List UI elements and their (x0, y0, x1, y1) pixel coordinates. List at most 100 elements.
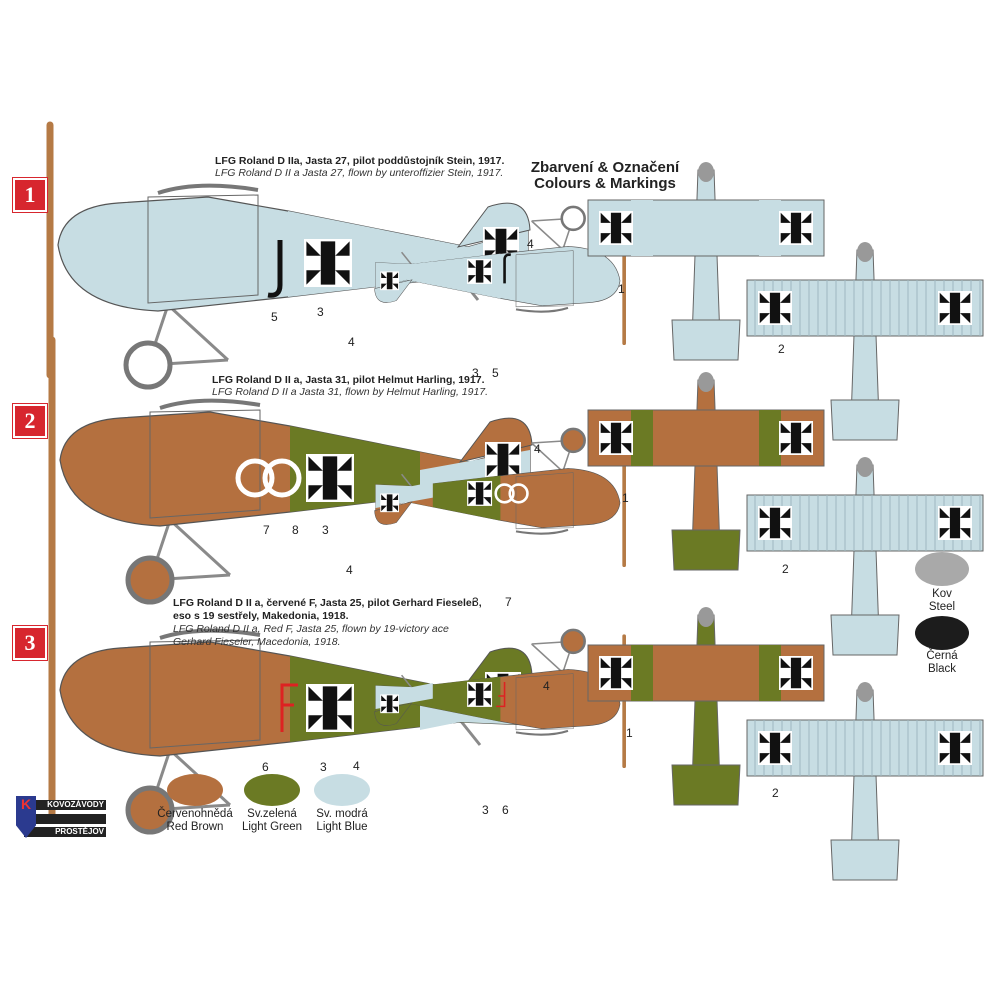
tailplane (830, 839, 900, 881)
swatch-english: Red Brown (166, 821, 224, 833)
swatch-czech: Červenohnědá (157, 808, 233, 820)
callout: 3 (472, 595, 479, 609)
color-swatch (314, 774, 370, 806)
letter-f-marking (496, 681, 506, 708)
iron-cross-marking (486, 443, 520, 477)
callout: 7 (505, 595, 512, 609)
letter-f-marking (280, 683, 298, 732)
iron-cross-marking (468, 683, 491, 706)
caption-english: LFG Roland D II a, Red F, Jasta 25, flow… (173, 623, 449, 635)
underside-view (746, 682, 984, 881)
panel-lines (515, 673, 574, 731)
iron-cross-marking (939, 732, 971, 764)
iron-cross-marking (600, 212, 632, 244)
tail-fin (456, 202, 531, 248)
top-view (587, 372, 825, 571)
callout: 3 (482, 803, 489, 817)
callout: 6 (262, 760, 269, 774)
swatch-czech: Sv.zelená (247, 808, 297, 820)
title-czech: Zbarvení & Označení (530, 159, 680, 176)
scheme-badge-2: 2 (13, 404, 47, 438)
panel-lines (149, 639, 261, 749)
wheel (560, 628, 586, 655)
callout: 3 (317, 305, 324, 319)
callout: 4 (353, 759, 360, 773)
callout: 6 (502, 803, 509, 817)
callout: 2 (782, 562, 789, 576)
logo-shield: K (16, 796, 36, 838)
logo-bottom-text: PROSTĚJOV (24, 827, 106, 837)
swatch-czech: Sv. modrá (316, 808, 368, 820)
wing-camo-stripe (631, 410, 653, 466)
title-english: Colours & Markings (534, 175, 676, 192)
wheel (560, 427, 586, 454)
wheel (123, 340, 173, 390)
upper-wing (515, 306, 569, 313)
iron-cross-marking (780, 422, 812, 454)
color-swatch (244, 774, 300, 806)
callout: 1 (618, 282, 625, 296)
engine (857, 457, 873, 477)
callout: 2 (778, 342, 785, 356)
caption-english: LFG Roland D II a Jasta 31, flown by Hel… (212, 386, 489, 398)
callout: 4 (348, 335, 355, 349)
tail-skid (400, 251, 413, 266)
tailplane (830, 614, 900, 656)
engine (698, 607, 714, 627)
scheme-2-caption: LFG Roland D II a, Jasta 31, pilot Helmu… (212, 374, 488, 398)
tail-skid (400, 674, 413, 689)
callout: 4 (543, 679, 550, 693)
upper-wing (515, 729, 569, 736)
swatch-english: Black (927, 663, 957, 675)
iron-cross-marking (780, 657, 812, 689)
caption-english: LFG Roland D II a Jasta 27, flown by unt… (215, 167, 504, 179)
ring-marking (508, 483, 529, 504)
swatch-english: Steel (928, 601, 956, 613)
iron-cross-marking (381, 695, 399, 713)
wheel (125, 555, 175, 605)
iron-cross-marking (308, 686, 352, 730)
logo-top-text: KOVOZÁVODY (24, 800, 106, 810)
upper-wing (515, 528, 569, 535)
kovozavody-logo: KOVOZÁVODY PROSTĚJOV K (6, 796, 106, 838)
panel-lines (149, 409, 261, 519)
letter-j-marking (267, 240, 283, 298)
iron-cross-marking (600, 657, 632, 689)
iron-cross-marking (468, 260, 491, 283)
panel-lines (147, 194, 259, 304)
iron-cross-marking (308, 456, 352, 500)
scheme-badge-3: 3 (13, 626, 47, 660)
iron-cross-marking (381, 272, 399, 290)
swatch-english: Light Blue (316, 821, 368, 833)
callout: 1 (626, 726, 633, 740)
scheme-3-caption: LFG Roland D II a, červené F, Jasta 25, … (173, 597, 482, 649)
tail-fin (374, 501, 413, 525)
iron-cross-marking (939, 507, 971, 539)
side-profile (374, 205, 626, 346)
tail-fin (374, 702, 413, 726)
caption-czech: LFG Roland D IIa, Jasta 27, pilot poddůs… (215, 155, 505, 167)
tail-skid (458, 719, 482, 746)
callout: 5 (492, 366, 499, 380)
iron-cross-marking (939, 292, 971, 324)
letter-j-marking (503, 253, 512, 284)
callout: 1 (622, 491, 629, 505)
wing-camo-stripe (631, 645, 653, 701)
caption-czech: LFG Roland D II a, Jasta 31, pilot Helmu… (212, 374, 485, 386)
caption-english-2: Gerhard Fieseler, Macedonia, 1918. (173, 636, 341, 648)
iron-cross-marking (759, 507, 791, 539)
iron-cross-marking (306, 241, 350, 285)
engine (698, 372, 714, 392)
callout: 4 (527, 237, 534, 251)
wing-camo-stripe (759, 200, 781, 256)
wing-camo-stripe (759, 410, 781, 466)
tailplane (671, 529, 741, 571)
callout: 4 (346, 563, 353, 577)
panel-lines (515, 250, 574, 308)
iron-cross-marking (468, 482, 491, 505)
callout: 7 (263, 523, 270, 537)
callout: 4 (534, 442, 541, 456)
